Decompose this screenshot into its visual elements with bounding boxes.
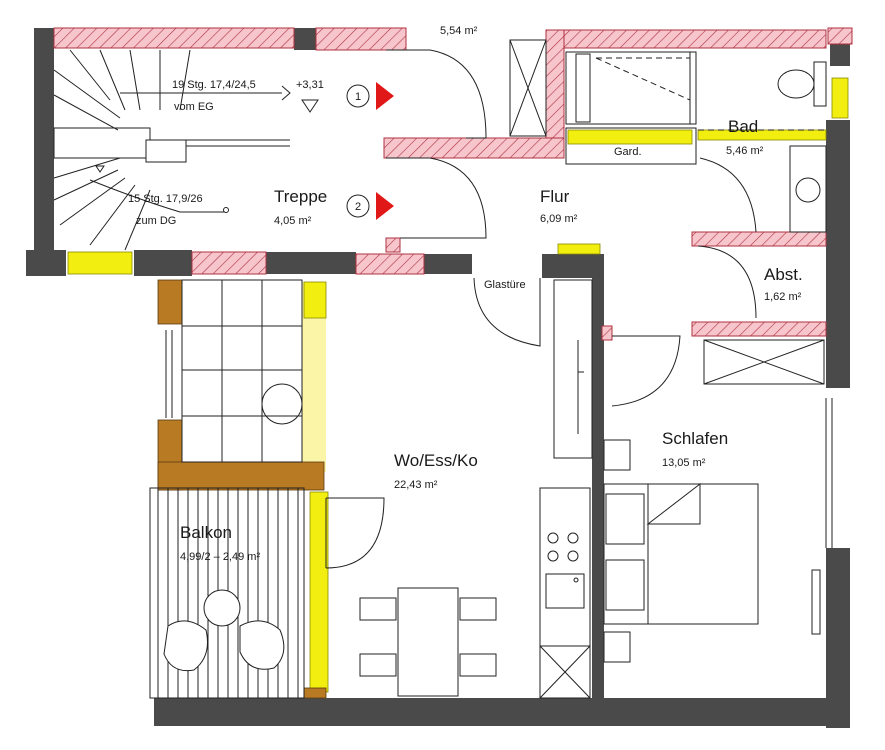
shaft [509, 39, 547, 137]
room-abst-name: Abst. [764, 265, 803, 284]
glass-door-label: Glastüre [484, 279, 526, 291]
room-bad-name: Bad [728, 117, 758, 136]
room-abst-area: 1,62 m² [764, 291, 802, 303]
stair-down-line2: zum DG [136, 215, 176, 227]
room-schlafen-area: 13,05 m² [662, 457, 706, 469]
room-flur-name: Flur [540, 187, 570, 206]
loggia-tiles [165, 279, 303, 463]
staircase [53, 49, 319, 251]
wardrobe-label: Gard. [614, 146, 642, 158]
stair-up-line1: 19 Stg. 17,4/24,5 [172, 79, 256, 91]
room-treppe-area: 4,05 m² [274, 215, 312, 227]
door-swings [325, 49, 757, 569]
storage-shelf [703, 339, 825, 385]
dining-table [359, 587, 497, 697]
stair-level: +3,31 [296, 79, 324, 91]
stair-down-line1: 15 Stg. 17,9/26 [128, 193, 203, 205]
room-treppe-name: Treppe [274, 187, 327, 206]
room-flur-area: 6,09 m² [540, 213, 578, 225]
room-wohnen-name: Wo/Ess/Ko [394, 451, 478, 470]
door-marker-1: 1 [346, 82, 394, 110]
top-cut-area: 5,54 m² [440, 25, 478, 37]
balcony-decking [149, 487, 305, 699]
insulation-elements [67, 77, 849, 699]
door-marker-2-label: 2 [355, 201, 361, 213]
door-marker-1-label: 1 [355, 91, 361, 103]
room-schlafen-name: Schlafen [662, 429, 728, 448]
room-balkon-area: 4,99/2 – 2,49 m² [180, 551, 260, 563]
load-bearing-walls [26, 28, 850, 728]
hatched-walls [53, 27, 853, 341]
door-marker-2: 2 [346, 192, 394, 220]
stair-up-line2: vom EG [174, 101, 214, 113]
kitchen [539, 279, 593, 699]
room-wohnen-area: 22,43 m² [394, 479, 438, 491]
bathroom-fixtures [565, 51, 827, 233]
room-balkon-name: Balkon [180, 523, 232, 542]
room-bad-area: 5,46 m² [726, 145, 764, 157]
bedroom-furniture [603, 398, 833, 663]
